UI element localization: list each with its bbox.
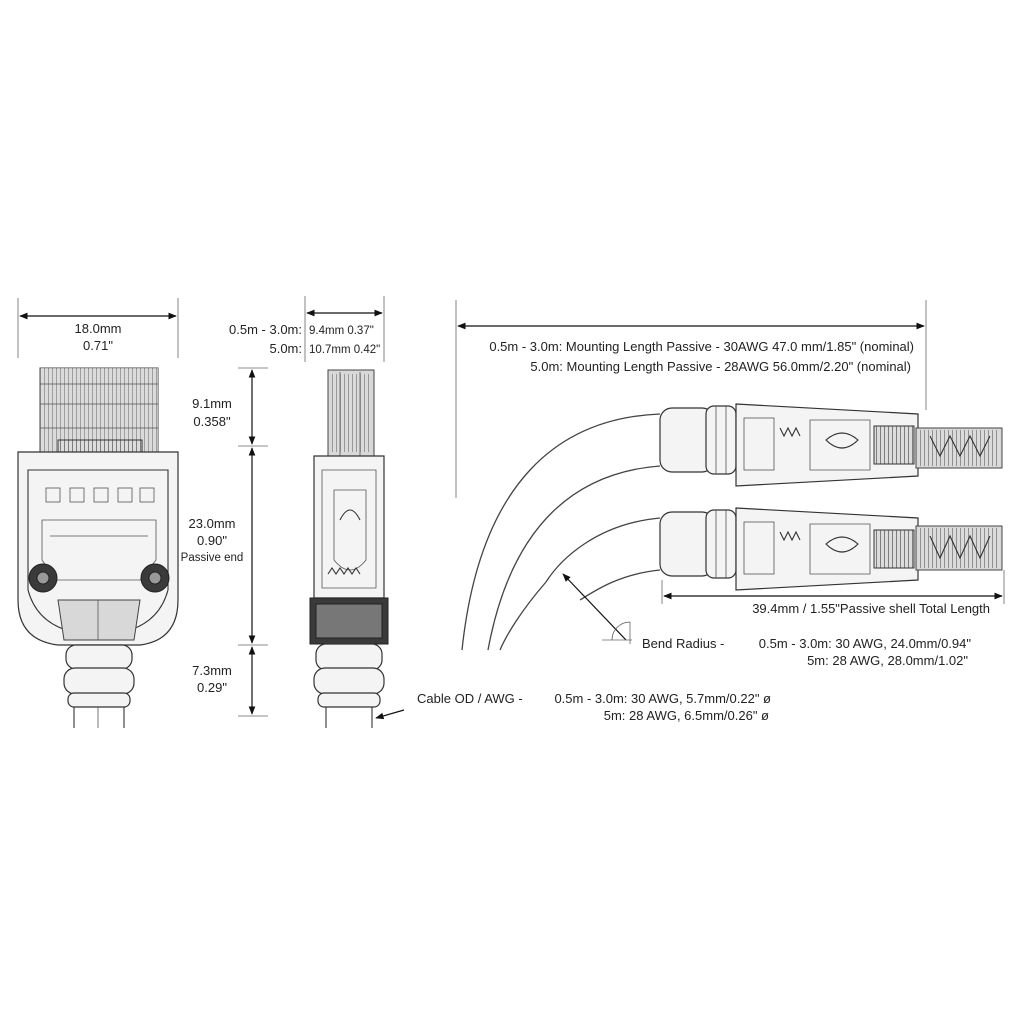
side-row1-range: 0.5m - 3.0m: [229,322,302,337]
front-width-dimension: 18.0mm 0.71" [17,298,179,358]
mounting-line-1: 0.5m - 3.0m: Mounting Length Passive - 3… [489,339,914,354]
side-width-dimension: 0.5m - 3.0m: 9.4mm 0.37" 5.0m: 10.7mm 0.… [229,296,385,362]
side-row2-value: 10.7mm 0.42" [309,344,380,356]
bend-radius-line-2: 5m: 28 AWG, 28.0mm/1.02" [807,653,968,668]
boot-height-mm: 7.3mm [192,663,232,678]
body-height-mm: 23.0mm [189,516,236,531]
side-row1-value: 9.4mm 0.37" [309,325,374,337]
front-width-in: 0.71" [83,338,113,353]
plug-height-in: 0.358" [193,414,231,429]
cable-od-title: Cable OD / AWG - [417,691,523,706]
front-width-mm: 18.0mm [75,321,122,336]
cable-od-line-1: 0.5m - 3.0m: 30 AWG, 5.7mm/0.22" ø [554,691,771,706]
mounting-length-dimension: 0.5m - 3.0m: Mounting Length Passive - 3… [455,300,927,498]
bend-radius-text: Bend Radius - 0.5m - 3.0m: 30 AWG, 24.0m… [642,636,971,668]
body-height-note: Passive end [181,552,244,564]
lower-connector [659,507,1003,591]
shell-length-label: 39.4mm / 1.55"Passive shell Total Length [752,601,990,616]
cable-od-text: Cable OD / AWG - 0.5m - 3.0m: 30 AWG, 5.… [417,691,771,723]
bend-radius-line-1: 0.5m - 3.0m: 30 AWG, 24.0mm/0.94" [759,636,972,651]
bend-radius-title: Bend Radius - [642,636,724,651]
cable-od-line-2: 5m: 28 AWG, 6.5mm/0.26" ø [604,708,769,723]
shell-length-dimension: 39.4mm / 1.55"Passive shell Total Length [661,570,1005,616]
body-height-in: 0.90" [197,533,227,548]
upper-connector [659,403,1003,487]
mounting-line-2: 5.0m: Mounting Length Passive - 28AWG 56… [530,359,911,374]
bend-radius-marker [562,573,632,644]
side-view-connector [309,369,389,728]
plug-height-mm: 9.1mm [192,396,232,411]
front-view-connector [17,367,179,728]
bent-cable-assembly [461,403,1003,651]
front-height-dimensions: 9.1mm 0.358" 23.0mm 0.90" Passive end 7.… [181,367,268,717]
boot-height-in: 0.29" [197,680,227,695]
side-row2-range: 5.0m: [269,341,302,356]
cable-od-pointer [375,709,405,720]
